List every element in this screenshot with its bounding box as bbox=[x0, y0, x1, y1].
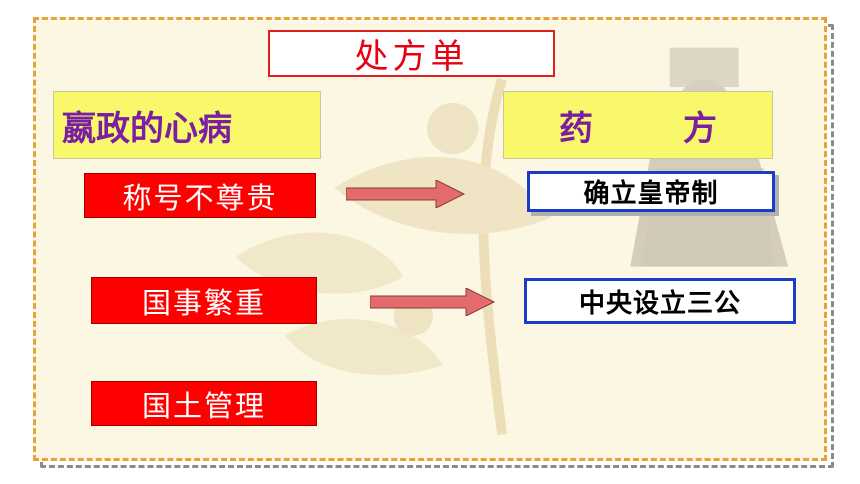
remedy-header: 药 方 bbox=[503, 91, 773, 159]
remedy-2: 中央设立三公 bbox=[524, 278, 796, 324]
problem-2: 国事繁重 bbox=[91, 277, 317, 324]
problem-3: 国土管理 bbox=[91, 381, 317, 426]
problem-1: 称号不尊贵 bbox=[84, 173, 316, 218]
remedy-header-char2: 方 bbox=[683, 108, 717, 149]
arrow-1 bbox=[346, 180, 466, 208]
disease-header: 嬴政的心病 bbox=[53, 91, 321, 159]
remedy-1: 确立皇帝制 bbox=[527, 171, 775, 212]
prescription-title: 处方单 bbox=[268, 30, 555, 77]
remedy-header-char1: 药 bbox=[559, 108, 593, 149]
arrow-2 bbox=[370, 288, 496, 316]
